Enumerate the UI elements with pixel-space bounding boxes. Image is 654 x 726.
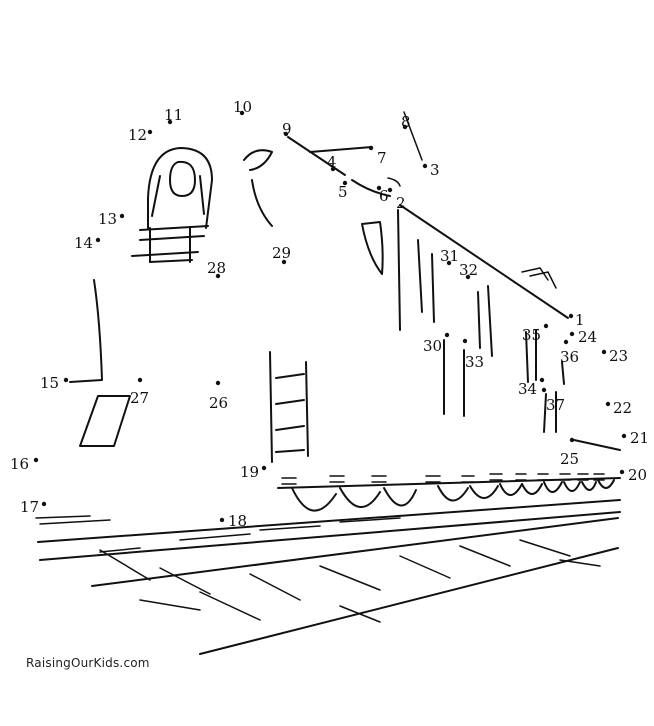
dot-marker-12 [147,129,153,135]
dot-marker-6 [376,185,382,191]
dot-label-28: 28 [207,259,226,277]
dot-label-24: 24 [578,328,597,346]
dot-label-6: 6 [379,187,389,205]
dot-label-12: 12 [128,126,147,144]
dot-marker-20 [619,469,625,475]
dot-marker-30 [444,332,450,338]
dot-label-26: 26 [209,394,228,412]
dot-marker-15 [63,377,69,383]
dot-label-34: 34 [518,380,537,398]
dot-label-8: 8 [401,113,411,131]
dot-marker-16 [33,457,39,463]
dot-label-29: 29 [272,244,291,262]
dot-marker-25 [569,437,575,443]
dot-marker-22 [605,401,611,407]
dot-marker-24 [569,331,575,337]
dot-marker-32 [465,274,471,280]
locomotive-outline [69,111,621,463]
dot-label-32: 32 [459,261,478,279]
dot-marker-23 [601,349,607,355]
dot-marker-36 [563,339,569,345]
dot-label-1: 1 [575,311,585,329]
dot-marker-14 [95,237,101,243]
dot-label-21: 21 [630,429,649,447]
site-credit: RaisingOurKids.com [26,656,150,670]
railroad-track [35,499,621,655]
dot-marker-11 [167,119,173,125]
dot-marker-7 [368,145,374,151]
dot-label-4: 4 [327,153,337,171]
dot-marker-2 [387,187,393,193]
dot-marker-34 [539,377,545,383]
dot-label-37: 37 [546,396,565,414]
dot-label-5: 5 [338,183,348,201]
dot-label-9: 9 [282,120,292,138]
dot-label-17: 17 [20,498,39,516]
dot-marker-29 [281,259,287,265]
dot-label-35: 35 [522,326,541,344]
dot-label-23: 23 [609,347,628,365]
dot-label-10: 10 [233,98,252,116]
dot-marker-17 [41,501,47,507]
dot-label-22: 22 [613,399,632,417]
dot-label-30: 30 [423,337,442,355]
dot-label-19: 19 [240,463,259,481]
dot-label-27: 27 [130,389,149,407]
dot-marker-13 [119,213,125,219]
dot-marker-35 [543,323,549,329]
dot-label-2: 2 [396,194,406,212]
dot-label-16: 16 [10,455,29,473]
dot-marker-4 [330,166,336,172]
dot-label-15: 15 [40,374,59,392]
dot-marker-18 [219,517,225,523]
dot-label-18: 18 [228,512,247,530]
dot-marker-37 [541,387,547,393]
dot-marker-27 [137,377,143,383]
dot-marker-8 [402,124,408,130]
dot-marker-3 [422,163,428,169]
dot-label-31: 31 [440,247,459,265]
dot-label-7: 7 [377,149,387,167]
dot-marker-21 [621,433,627,439]
undercarriage [277,473,621,512]
dot-label-20: 20 [628,466,647,484]
dot-marker-1 [568,313,574,319]
dot-marker-10 [239,110,245,116]
dot-marker-28 [215,273,221,279]
dot-label-13: 13 [98,210,117,228]
dot-marker-5 [342,180,348,186]
dot-marker-33 [462,338,468,344]
dot-label-36: 36 [560,348,579,366]
dot-marker-26 [215,380,221,386]
dot-marker-9 [283,131,289,137]
dot-label-3: 3 [430,161,440,179]
dot-label-33: 33 [465,353,484,371]
dot-label-14: 14 [74,234,93,252]
dot-label-25: 25 [560,450,579,468]
dot-marker-31 [446,260,452,266]
dot-marker-19 [261,465,267,471]
dot-label-11: 11 [164,106,183,124]
